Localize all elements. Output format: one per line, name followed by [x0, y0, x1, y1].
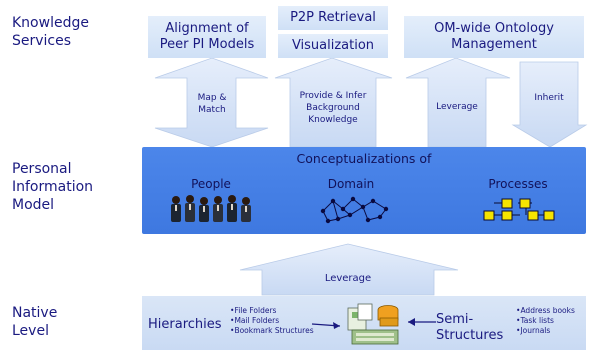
- alignment-box: Alignment of Peer PI Models: [148, 16, 266, 58]
- alignment-line-2: Peer PI Models: [159, 37, 255, 52]
- hierarchy-items-list: File Folders Mail Folders Bookmark Struc…: [230, 306, 314, 336]
- semi-item: Journals: [516, 326, 575, 336]
- hierarchy-item: Bookmark Structures: [230, 326, 313, 336]
- layer-label-knowledge-services: Knowledge Services: [12, 14, 89, 50]
- layer-label-line: Knowledge: [12, 15, 89, 31]
- layer-label-line: Services: [12, 33, 72, 49]
- semi-item: Task lists: [516, 316, 575, 326]
- inherit-text: Inherit: [534, 93, 564, 103]
- leverage-top-label: Leverage: [428, 101, 486, 113]
- hierarchy-item: File Folders: [230, 306, 314, 316]
- layer-label-line: Level: [12, 323, 49, 339]
- leverage-bottom-text: Leverage: [324, 273, 372, 284]
- p2p-retrieval-label: P2P Retrieval: [290, 10, 376, 25]
- map-match-arrow: [154, 57, 269, 148]
- pim-title: Conceptualizations of: [296, 151, 432, 166]
- visualization-box: Visualization: [278, 34, 388, 58]
- pim-processes-label: Processes: [488, 177, 548, 191]
- layer-label-pim: Personal Information Model: [12, 160, 93, 214]
- leverage-bottom-label: Leverage: [300, 273, 396, 285]
- pim-domain-label: Domain: [327, 177, 375, 191]
- processes-icon: [483, 198, 555, 221]
- layer-label-line: Personal: [12, 161, 72, 177]
- layer-label-native-level: Native Level: [12, 304, 57, 340]
- semi-items-list: Address books Task lists Journals: [516, 306, 575, 336]
- layer-label-line: Native: [12, 305, 58, 321]
- map-match-label: Map & Match: [178, 92, 246, 116]
- arrow-label-line: Map &: [197, 93, 227, 103]
- provide-infer-label: Provide & Infer Background Knowledge: [288, 90, 378, 126]
- people-image: [171, 195, 251, 222]
- p2p-retrieval-box: P2P Retrieval: [278, 6, 388, 30]
- domain-network-icon: [320, 196, 389, 224]
- hierarchies-label: Hierarchies: [148, 317, 222, 332]
- arrow-label-line: Background: [306, 103, 360, 113]
- leverage-top-text: Leverage: [436, 102, 478, 112]
- inherit-down-arrow: [511, 61, 588, 148]
- leverage-up-arrow-top: [405, 57, 511, 148]
- provide-infer-arrow: [274, 57, 393, 148]
- arrow-label-line: Match: [198, 105, 226, 115]
- semi-line: Structures: [436, 328, 504, 343]
- ontology-line-1: OM-wide Ontology: [434, 21, 554, 36]
- alignment-line-1: Alignment of: [165, 21, 249, 36]
- leverage-up-arrow-bottom: [239, 243, 459, 296]
- visualization-label: Visualization: [291, 38, 375, 53]
- ontology-management-box: OM-wide Ontology Management: [404, 16, 584, 58]
- arrow-label-line: Knowledge: [308, 115, 358, 125]
- hierarchy-item: Mail Folders: [230, 316, 314, 326]
- layer-label-line: Model: [12, 197, 55, 213]
- documents-folders-image: [347, 303, 399, 345]
- layer-label-line: Information: [12, 179, 94, 195]
- semi-structures-label: Semi- Structures: [436, 312, 503, 344]
- semi-line: Semi-: [436, 312, 474, 327]
- pim-people-label: People: [191, 177, 231, 191]
- native-connectors: [311, 318, 436, 329]
- ontology-line-2: Management: [451, 37, 537, 52]
- semi-item: Address books: [516, 306, 574, 316]
- arrow-label-line: Provide & Infer: [299, 91, 367, 101]
- inherit-label: Inherit: [520, 92, 578, 104]
